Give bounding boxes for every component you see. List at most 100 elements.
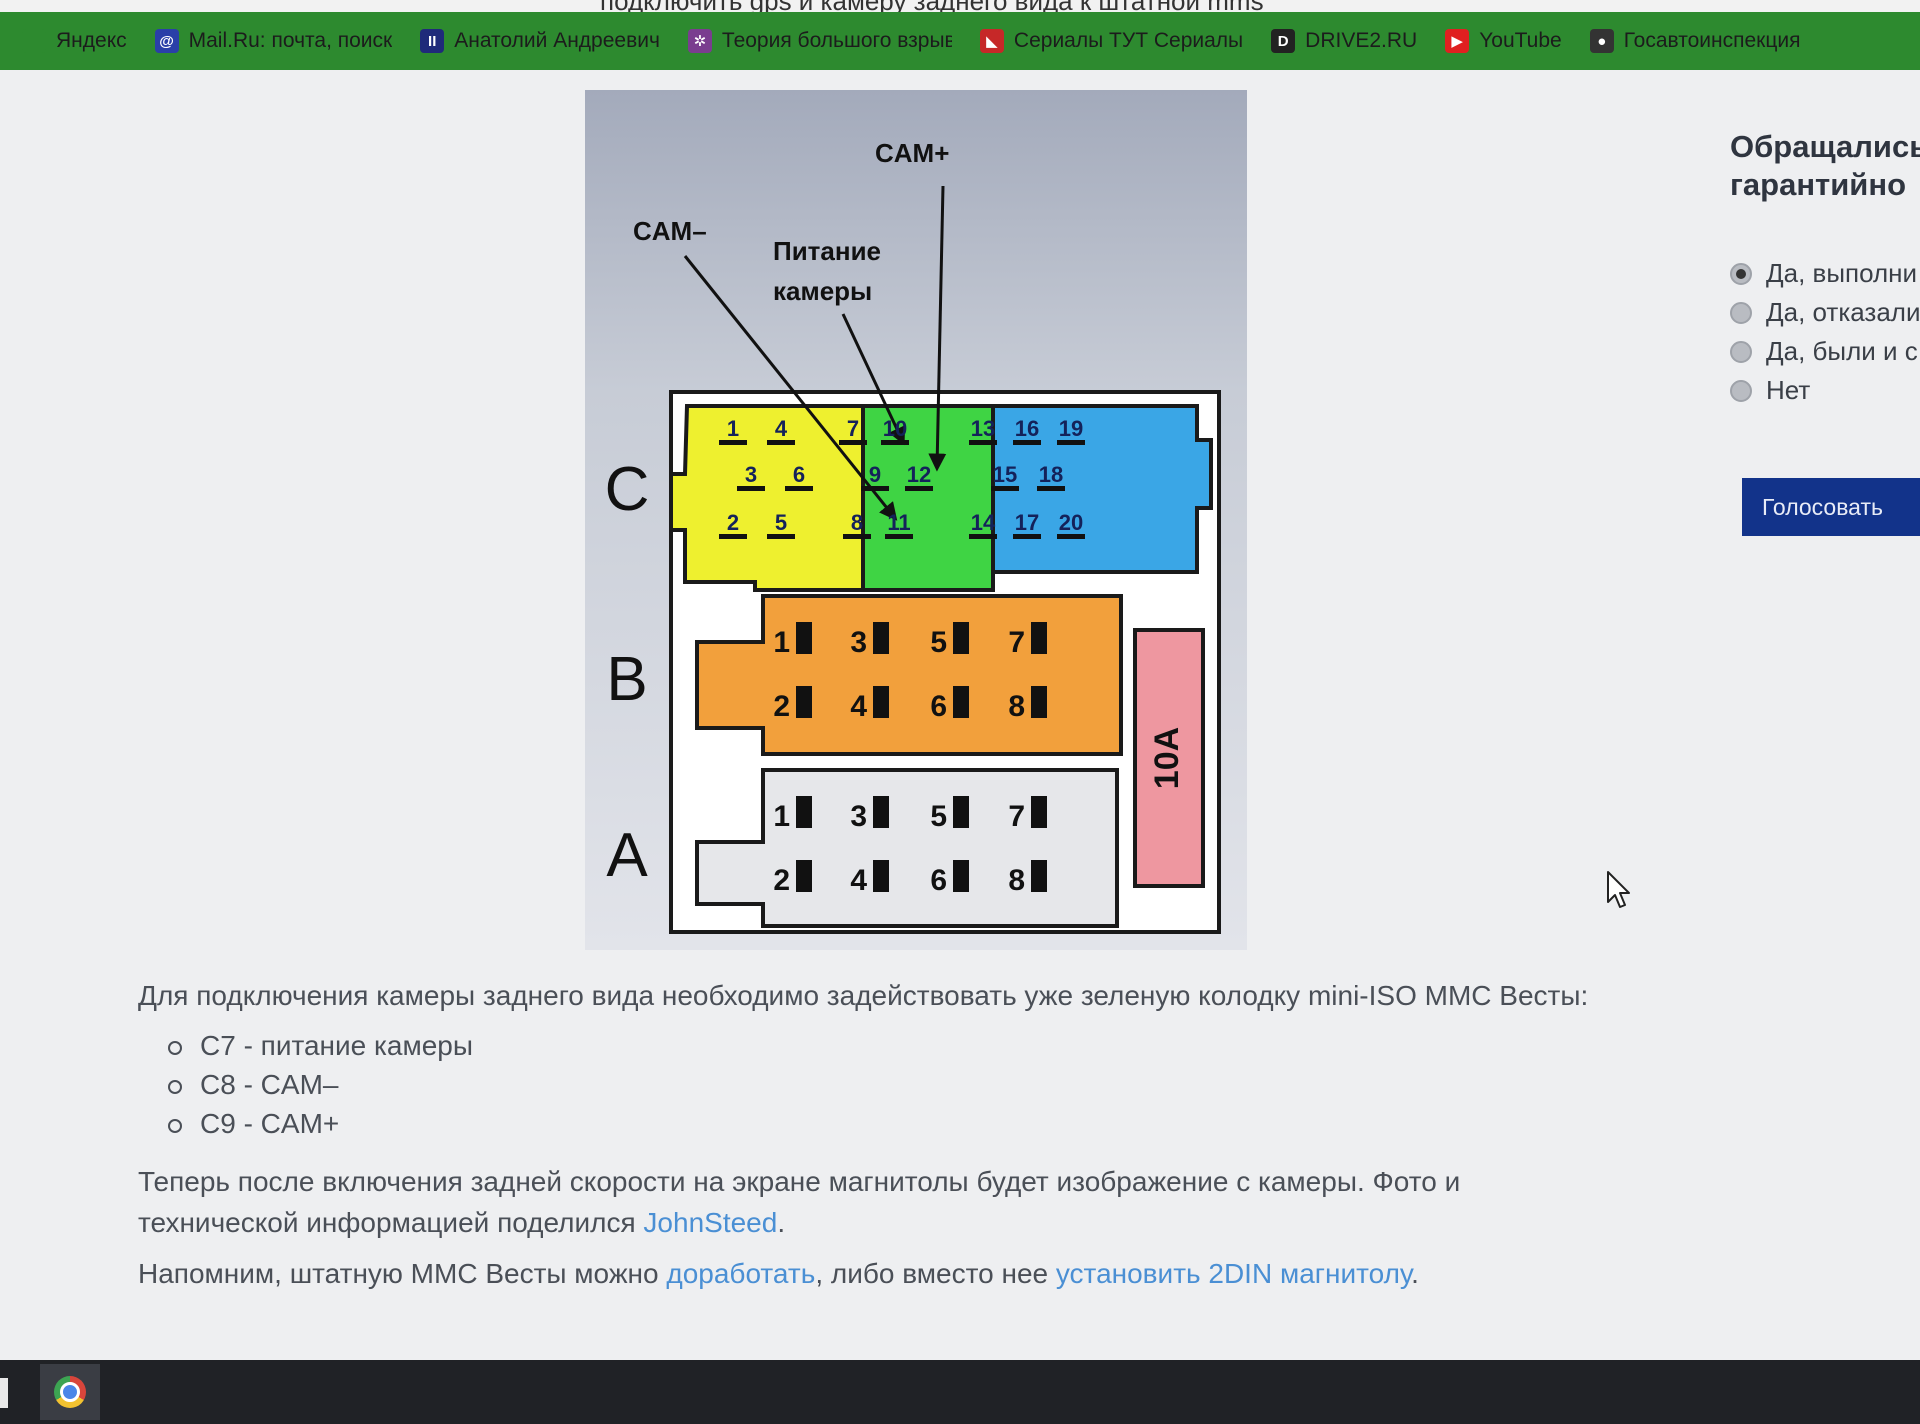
- bookmark-7[interactable]: ●Госавтоинспекция: [1589, 12, 1801, 70]
- chrome-icon: [54, 1376, 86, 1408]
- bookmark-4[interactable]: ◣ Сериалы ТУТ Сериалы: [979, 12, 1244, 70]
- address-bar[interactable]: подключить gps и камеру заднего вида к ш…: [0, 0, 1920, 14]
- a-pin-4-contact: [873, 860, 889, 892]
- a-pin-1-contact: [796, 796, 812, 828]
- bookmark-label: Теория большого взрыва: [721, 29, 952, 52]
- bookmark-3[interactable]: ✲Теория большого взрыва: [687, 12, 952, 70]
- install-2din-link[interactable]: установить 2DIN магнитолу: [1055, 1258, 1412, 1289]
- poll-option-0[interactable]: Да, выполни: [1730, 254, 1920, 293]
- b-pin-2: 2: [773, 690, 790, 723]
- radio-button[interactable]: [1730, 301, 1752, 324]
- taskbar-browser-button[interactable]: [40, 1364, 100, 1420]
- c-pin-4: 4: [775, 416, 788, 441]
- c-pin-15-contact: [991, 486, 1019, 491]
- url-text: подключить gps и камеру заднего вида к ш…: [600, 0, 1264, 14]
- b-pin-2-contact: [796, 686, 812, 718]
- b-pin-5-contact: [953, 622, 969, 654]
- c-block-blue: [991, 404, 1213, 574]
- c-pin-11: 11: [887, 510, 910, 535]
- vote-button[interactable]: Голосовать: [1742, 478, 1920, 536]
- c-pin-16: 16: [1015, 416, 1039, 441]
- a-pin-2: 2: [773, 864, 790, 897]
- cam-minus-label: CAM–: [633, 216, 707, 246]
- c-pin-20: 20: [1059, 510, 1083, 535]
- a-pin-3-contact: [873, 796, 889, 828]
- c-pin-1: 1: [727, 416, 739, 441]
- poll-option-label: Да, отказали: [1766, 297, 1920, 327]
- poll-option-label: Да, были и с: [1766, 336, 1918, 366]
- b-pin-1-contact: [796, 622, 812, 654]
- poll-option-3[interactable]: Нет: [1730, 371, 1920, 410]
- c-pin-1-contact: [719, 440, 747, 445]
- c-pin-14-contact: [969, 534, 997, 539]
- a-pin-8-contact: [1031, 860, 1047, 892]
- bookmark-0[interactable]: Яндекс: [22, 12, 127, 70]
- c-pin-8-contact: [843, 534, 871, 539]
- radio-button[interactable]: [1730, 262, 1752, 285]
- c-pin-2-contact: [719, 534, 747, 539]
- bookmark-1[interactable]: @Mail.Ru: почта, поиск: [154, 12, 392, 70]
- row-label-c: C: [605, 455, 650, 524]
- c-pin-10-contact: [881, 440, 909, 445]
- yandex-icon: [22, 29, 46, 53]
- fuse-block: [1133, 628, 1205, 888]
- poll-option-label: Да, выполни: [1766, 258, 1918, 288]
- pause-icon: II: [420, 29, 445, 53]
- tv-icon: ◣: [979, 29, 1004, 53]
- power-label-line1: Питание: [773, 236, 881, 266]
- cam-minus-arrow: [683, 255, 898, 521]
- b-pin-6-contact: [953, 686, 969, 718]
- poll-option-label: Нет: [1766, 375, 1811, 405]
- c-pin-20-contact: [1057, 534, 1085, 539]
- radio-button[interactable]: [1730, 379, 1752, 402]
- poll-option-2[interactable]: Да, были и с: [1730, 332, 1920, 371]
- c-pin-13: 13: [971, 416, 995, 441]
- b-pin-4-contact: [873, 686, 889, 718]
- c-pin-9-contact: [861, 486, 889, 491]
- paragraph-3-text: Напомним, штатную ММС Весты можно: [138, 1258, 667, 1289]
- c-pin-12-contact: [905, 486, 933, 491]
- upgrade-link[interactable]: доработать: [666, 1258, 816, 1289]
- a-pin-5: 5: [930, 800, 947, 833]
- pinout-item-0: С7 - питание камеры: [168, 1026, 1608, 1065]
- c-pin-16-contact: [1013, 440, 1041, 445]
- poll-question-line1: Обращались: [1730, 129, 1920, 164]
- radio-button[interactable]: [1730, 340, 1752, 363]
- row-label-b: B: [606, 645, 647, 714]
- a-pin-6-contact: [953, 860, 969, 892]
- bookmark-6[interactable]: ▶YouTube: [1445, 12, 1562, 70]
- paragraph-2-end: .: [777, 1207, 786, 1238]
- a-pin-7: 7: [1008, 800, 1025, 833]
- c-pin-3: 3: [745, 462, 757, 487]
- bookmark-label: DRIVE2.RU: [1305, 29, 1418, 52]
- bookmark-label: YouTube: [1479, 29, 1562, 52]
- poll-question-line2: гарантийно: [1730, 167, 1907, 202]
- a-pin-6: 6: [930, 864, 947, 897]
- a-pin-1: 1: [773, 800, 790, 833]
- b-pin-6: 6: [930, 690, 947, 723]
- b-pin-5: 5: [930, 626, 947, 659]
- c-pin-13-contact: [969, 440, 997, 445]
- pinout-item-1: С8 - CAM–: [168, 1065, 1608, 1104]
- c-pin-8: 8: [851, 510, 863, 535]
- start-button[interactable]: [0, 1378, 8, 1408]
- c-pin-5: 5: [775, 510, 787, 535]
- b-pin-3-contact: [873, 622, 889, 654]
- b-pin-8-contact: [1031, 686, 1047, 718]
- author-link[interactable]: JohnSteed: [643, 1207, 778, 1238]
- c-pin-2: 2: [727, 510, 739, 535]
- poll-option-1[interactable]: Да, отказали: [1730, 293, 1920, 332]
- c-pin-6: 6: [793, 462, 805, 487]
- b-pin-7: 7: [1008, 626, 1025, 659]
- a-pin-5-contact: [953, 796, 969, 828]
- a-pin-7-contact: [1031, 796, 1047, 828]
- c-pin-15: 15: [993, 462, 1017, 487]
- bookmark-label: Сериалы ТУТ Сериалы: [1013, 29, 1244, 52]
- c-pin-5-contact: [767, 534, 795, 539]
